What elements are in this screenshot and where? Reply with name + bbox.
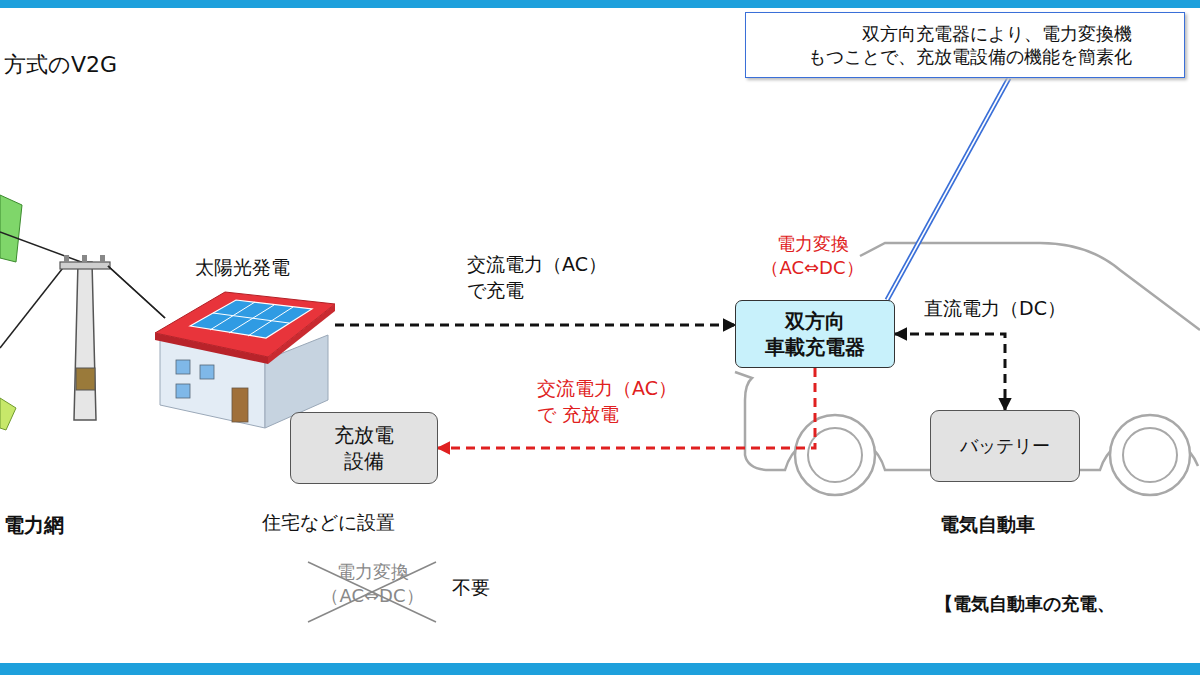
car-wheel [1110, 415, 1190, 495]
crossed-note: 電力変換 （AC⇔DC） [305, 560, 440, 609]
house-window [200, 365, 214, 379]
onboard-charger-box: 双方向 車載充電器 [735, 300, 895, 368]
house-roof [155, 292, 335, 357]
grid-area: 電力網 [0, 190, 125, 540]
house-window [176, 360, 190, 374]
not-needed-note: 不要 [452, 575, 490, 601]
node-text: 電力網 [4, 512, 64, 538]
pole-crossarm [60, 262, 110, 269]
car-wheel-hub [1123, 428, 1177, 482]
bottom-bar [0, 663, 1200, 675]
top-bar [0, 0, 1200, 8]
power-wire [0, 232, 92, 266]
node-text: 太陽光発電 [195, 255, 290, 280]
connector [438, 368, 815, 448]
node-text: 充放電 設備 [328, 422, 400, 474]
battery-box: バッテリー [930, 410, 1080, 482]
callout-box: 双方向充電器により、電力変換機 もつことで、充放電設備の機能を簡素化 [745, 12, 1185, 78]
panel-grid [248, 307, 293, 336]
utility-pole [74, 262, 96, 420]
grid-tower [0, 398, 16, 430]
insulator [82, 255, 87, 263]
connector [895, 334, 1005, 410]
charge-discharge-box: 充放電 設備 [290, 412, 438, 484]
car-wheel [795, 415, 875, 495]
power-wire [0, 264, 66, 348]
node-text: 双方向充電器により、電力変換機 もつことで、充放電設備の機能を簡素化 [798, 22, 1133, 69]
solar-panel [190, 300, 312, 338]
insulator [64, 255, 69, 263]
edge-label: 交流電力（AC）で 充放電 [535, 376, 683, 427]
edge-label: 交流電力（AC） で充電 [465, 252, 613, 303]
house-window [176, 384, 190, 398]
grid-tower [0, 195, 22, 262]
service-wire [108, 266, 165, 318]
connector [887, 78, 1009, 300]
insulator [100, 255, 105, 263]
pole-band [76, 368, 95, 390]
node-text: バッテリー [960, 434, 1050, 457]
house-door [232, 388, 248, 422]
solar-house: 太陽光発電 [155, 255, 335, 427]
connector [108, 266, 165, 318]
diagram-title: 方式のV2G [4, 50, 117, 80]
install-note: 住宅などに設置 [262, 510, 395, 536]
connector [335, 324, 735, 327]
leader-inner [887, 78, 1009, 300]
node-text: 電気自動車 [940, 512, 1035, 537]
roof-edge [155, 333, 268, 364]
edge-label: 直流電力（DC） [922, 296, 1068, 322]
panel-grid [229, 305, 274, 333]
node-text: 双方向 車載充電器 [761, 308, 869, 360]
conversion-note: 電力変換 （AC⇔DC） [750, 232, 875, 281]
panel-grid [210, 302, 255, 330]
footer-note: 【電気自動車の充電、 [935, 592, 1115, 616]
